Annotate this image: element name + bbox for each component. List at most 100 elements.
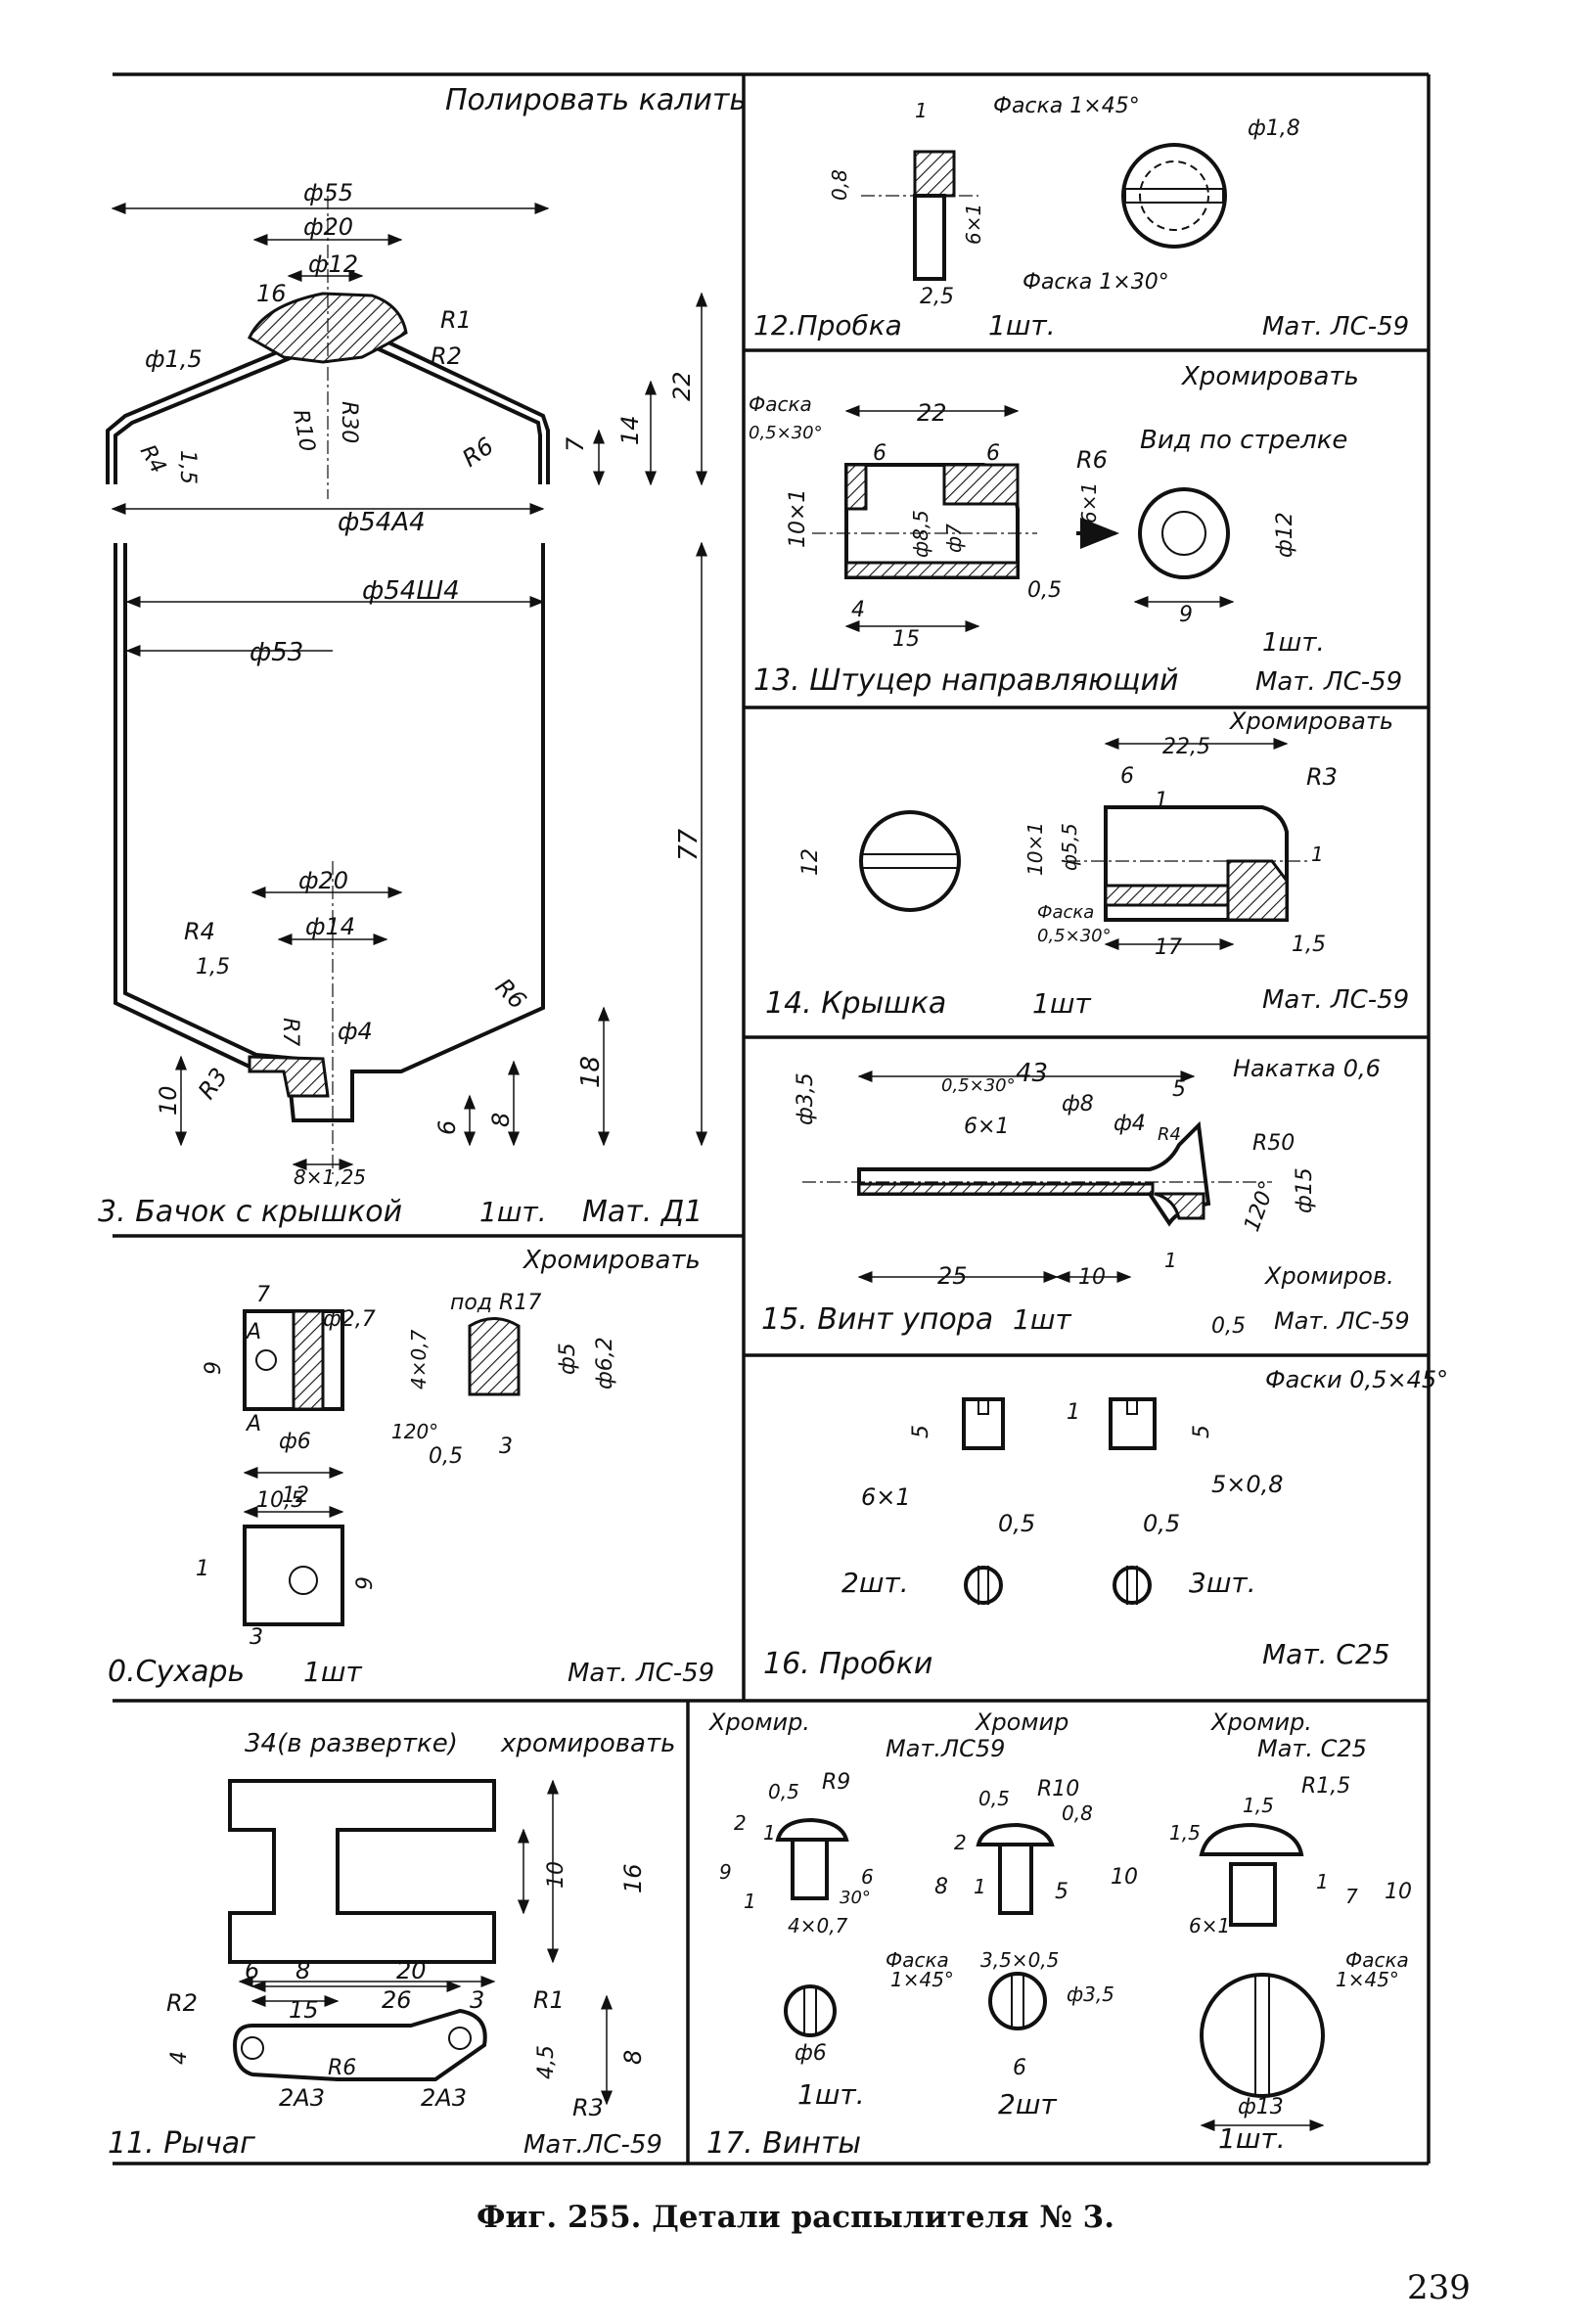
p17b-dim: 8	[934, 1875, 948, 1899]
p13-material: Мат. ЛС-59	[1255, 667, 1402, 697]
p3-dim: R6	[457, 433, 498, 473]
p10-dim: под R17	[450, 1291, 541, 1315]
p14-qty: 1шт	[1032, 987, 1091, 1020]
p17b-qty: 2шт	[998, 2088, 1057, 2120]
p13-finish: Хромировать	[1180, 362, 1359, 391]
panel-17-screws	[775, 1817, 1325, 2131]
p16-dim: 1	[1067, 1400, 1080, 1425]
p3-dim: 6	[433, 1120, 461, 1135]
p13-dim: ф7	[942, 524, 966, 553]
p15-material: Мат. ЛС-59	[1274, 1307, 1410, 1335]
panel-15-screw	[802, 1071, 1272, 1283]
p17a-dim: R9	[822, 1770, 850, 1795]
panel-12-plug	[861, 143, 1227, 281]
p3-dim: R2	[431, 342, 462, 370]
panel-14-cap	[859, 738, 1311, 950]
p3-dim: R4	[135, 441, 170, 478]
p17c-dim: 1×45°	[1336, 1968, 1399, 1991]
p11-dim: 6	[245, 1957, 259, 1984]
p16-dim: 0,5	[1143, 1510, 1180, 1537]
p3-dim: ф54А4	[338, 508, 426, 537]
p17c-dim: 1,5	[1243, 1794, 1274, 1817]
p3-dim: ф20	[298, 867, 348, 894]
p13-dim: ф8,5	[909, 510, 932, 558]
p15-qty: 1шт	[1013, 1303, 1071, 1336]
p17b-finish: Хромир	[974, 1709, 1068, 1736]
p11-finish: хромировать	[500, 1729, 675, 1758]
p14-dim: R3	[1306, 763, 1338, 791]
p11-dim: 4,5	[534, 2045, 559, 2079]
p17c-dim: 1,5	[1169, 1821, 1201, 1845]
p17b-dim: 0,5	[978, 1787, 1010, 1810]
p13-dim: 9	[1179, 603, 1193, 627]
p10-dim: 3	[250, 1625, 263, 1650]
p14-dim: 1,5	[1292, 933, 1326, 957]
p11-dim: 20	[396, 1957, 427, 1984]
p15-knurl: Накатка 0,6	[1233, 1055, 1381, 1082]
p11-dim: 8	[295, 1957, 310, 1984]
p3-material: Мат. Д1	[582, 1195, 703, 1229]
panel-16-plugs	[962, 1397, 1157, 1605]
p13-dim: 22	[917, 399, 947, 427]
p12-dim: 2,5	[920, 285, 954, 309]
p11-dim: 15	[289, 1996, 319, 2024]
p15-dim: 10	[1078, 1265, 1106, 1290]
p17c-material: Мат. С25	[1257, 1735, 1367, 1762]
p11-span: 34(в развертке)	[245, 1729, 458, 1758]
p12-material: Мат. ЛС-59	[1262, 312, 1409, 342]
p13-dim: 6	[986, 441, 1000, 466]
p15-dim: 0,5	[1211, 1314, 1246, 1339]
p13-dim: ф12	[1273, 512, 1297, 558]
sheet-frame	[113, 72, 1431, 2165]
p10-dim: 7	[256, 1283, 270, 1307]
p17a-qty: 1шт.	[797, 2078, 865, 2111]
p14-dim: 17	[1155, 935, 1182, 960]
p12-dim: ф1,8	[1248, 116, 1300, 141]
p3-dim: R30	[337, 401, 361, 443]
p16-dim: 5×0,8	[1211, 1471, 1284, 1498]
p17a-dim: 6	[861, 1865, 874, 1889]
page-number: 239	[1407, 2268, 1471, 2307]
p15-dim: ф15	[1293, 1167, 1317, 1213]
p17b-dim: R10	[1037, 1777, 1079, 1801]
p17c-dim: Фаска	[1345, 1948, 1409, 1972]
p14-dim: 1	[1311, 843, 1324, 866]
p17a-dim: 30°	[840, 1888, 871, 1908]
p17a-dim: Фаска	[886, 1948, 949, 1972]
p14-dim: 22,5	[1162, 735, 1210, 759]
p15-dim: 120°	[1240, 1178, 1281, 1235]
p3-dim: ф54Ш4	[362, 576, 460, 606]
panel-10-block	[243, 1309, 521, 1626]
p16-dim: 5	[909, 1425, 933, 1438]
p3-dim: 8	[487, 1113, 515, 1127]
p3-dim: 7	[562, 436, 589, 452]
p11-dim: 4	[167, 2051, 192, 2065]
p10-qty: 1шт	[303, 1656, 362, 1688]
p3-dim: 18	[576, 1056, 606, 1088]
p3-dim: ф14	[305, 913, 355, 940]
p17a-dim: 2	[734, 1811, 747, 1835]
p3-dim: ф1,5	[145, 345, 203, 373]
p10-dim: 12	[282, 1483, 309, 1508]
p3-dim: 8×1,25	[294, 1165, 366, 1189]
p11-dim: R2	[166, 1989, 198, 2017]
p10-dim: 9	[202, 1361, 226, 1375]
p12-qty: 1шт.	[988, 309, 1056, 342]
p14-material: Мат. ЛС-59	[1262, 985, 1409, 1015]
p15-dim: ф4	[1114, 1112, 1146, 1136]
p12-dim: 1	[915, 99, 928, 122]
p11-dim: R3	[572, 2094, 604, 2121]
p13-view: Вид по стрелке	[1140, 426, 1347, 455]
p15-title: 15. Винт упора	[761, 1302, 993, 1337]
p3-dim: ф12	[308, 251, 358, 278]
p17b-dim: 1	[974, 1875, 986, 1898]
p10-dim: 1	[196, 1557, 209, 1581]
p10-material: Мат. ЛС-59	[568, 1659, 714, 1688]
p10-dim: ф6,2	[593, 1337, 617, 1390]
p10-dim: 3	[499, 1435, 513, 1459]
p17c-dim: R1,5	[1301, 1774, 1350, 1799]
p12-dim: 0,8	[828, 169, 851, 201]
p17c-dim: ф13	[1238, 2095, 1284, 2119]
p14-finish: Хромировать	[1228, 707, 1393, 735]
